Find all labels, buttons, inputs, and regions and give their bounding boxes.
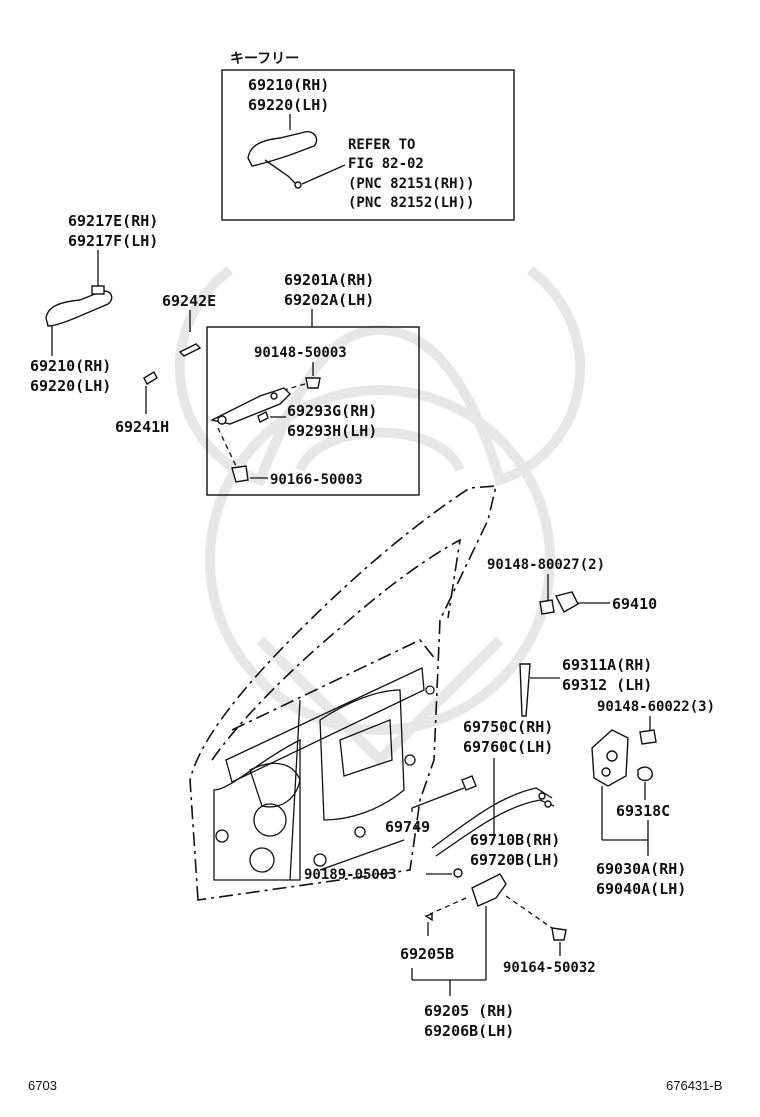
label-69217e: 69217E(RH) bbox=[68, 212, 158, 230]
label-69201a: 69201A(RH) bbox=[284, 271, 374, 289]
label-69210-rh-top: 69210(RH) bbox=[248, 76, 329, 94]
label-69202a: 69202A(LH) bbox=[284, 291, 374, 309]
pad-69241h bbox=[143, 371, 158, 385]
outer-handle-group: 69217E(RH) 69217F(LH) 69210(RH) 69220(LH… bbox=[30, 212, 216, 436]
screw-90148-80027 bbox=[539, 599, 555, 615]
label-90164-50032: 90164-50032 bbox=[503, 960, 596, 976]
label-69040a: 69040A(LH) bbox=[596, 880, 686, 898]
inner-handle-group: 69205B 90164-50032 69205 (RH) 69206B(LH) bbox=[400, 873, 596, 1040]
label-90166-50003: 90166-50003 bbox=[270, 472, 363, 488]
footer-left-code: 6703 bbox=[28, 1078, 57, 1093]
label-69293h: 69293H(LH) bbox=[287, 422, 377, 440]
label-69205: 69205 (RH) bbox=[424, 1002, 514, 1020]
label-69312: 69312 (LH) bbox=[562, 676, 652, 694]
lock-group: 90148-80027(2) 69410 69311A(RH) 69312 (L… bbox=[487, 557, 715, 898]
label-69750c: 69750C(RH) bbox=[463, 718, 553, 736]
label-69205b: 69205B bbox=[400, 945, 454, 963]
label-69206b: 69206B(LH) bbox=[424, 1022, 514, 1040]
label-69760c: 69760C(LH) bbox=[463, 738, 553, 756]
label-69242e: 69242E bbox=[162, 292, 216, 310]
label-69318c: 69318C bbox=[616, 802, 670, 820]
screw-90166-50003 bbox=[231, 465, 249, 483]
frame-box bbox=[206, 326, 420, 496]
label-69241h: 69241H bbox=[115, 418, 169, 436]
clip-69293 bbox=[257, 411, 269, 423]
cable-69750c bbox=[431, 787, 553, 849]
label-refer-4: (PNC 82152(LH)) bbox=[348, 195, 474, 211]
label-69749: 69749 bbox=[385, 818, 430, 836]
label-69720b: 69720B(LH) bbox=[470, 851, 560, 869]
label-90148-50003: 90148-50003 bbox=[254, 345, 347, 361]
clip-90189-05003 bbox=[453, 868, 463, 878]
handle-frame-group: 69201A(RH) 69202A(LH) 90148-50003 69293G… bbox=[206, 271, 420, 496]
outer-handle-keyfree bbox=[247, 131, 318, 167]
screw-69205b bbox=[424, 913, 433, 922]
label-69293g: 69293G(RH) bbox=[287, 402, 377, 420]
cable-group: 69750C(RH) 69760C(LH) 69749 69710B(RH) 6… bbox=[304, 718, 560, 883]
inner-handle bbox=[471, 873, 507, 907]
label-69030a: 69030A(RH) bbox=[596, 860, 686, 878]
door-panel bbox=[189, 485, 498, 901]
keyfree-group: キーフリー 69210(RH) 69220(LH) REFER TO FIG 8… bbox=[221, 51, 515, 221]
label-69210-rh: 69210(RH) bbox=[30, 357, 111, 375]
cover-69318c bbox=[637, 766, 653, 782]
label-refer-3: (PNC 82151(RH)) bbox=[348, 176, 474, 192]
screw-90164-50032 bbox=[551, 927, 567, 941]
screw-90148-50003 bbox=[305, 377, 321, 389]
striker-69410 bbox=[554, 591, 579, 613]
label-refer-2: FIG 82-02 bbox=[348, 156, 424, 172]
watermark-emblem bbox=[174, 266, 586, 768]
label-69311a: 69311A(RH) bbox=[562, 656, 652, 674]
rod-69311 bbox=[519, 663, 531, 717]
label-refer-1: REFER TO bbox=[348, 137, 415, 153]
pad-69242e bbox=[178, 343, 202, 357]
clamp-69749 bbox=[461, 775, 477, 791]
label-69217f: 69217F(LH) bbox=[68, 232, 158, 250]
screw-90148-60022 bbox=[639, 729, 657, 745]
keyfree-box bbox=[221, 69, 515, 221]
label-69710b: 69710B(RH) bbox=[470, 831, 560, 849]
label-90148-60022: 90148-60022(3) bbox=[597, 699, 715, 715]
label-69410: 69410 bbox=[612, 595, 657, 613]
footer-right-code: 676431-B bbox=[666, 1078, 722, 1093]
label-90189-05003: 90189-05003 bbox=[304, 867, 397, 883]
outer-handle bbox=[45, 290, 113, 327]
keyfree-label: キーフリー bbox=[230, 51, 299, 67]
label-90148-80027: 90148-80027(2) bbox=[487, 557, 605, 573]
label-69220-lh-top: 69220(LH) bbox=[248, 96, 329, 114]
label-69220-lh: 69220(LH) bbox=[30, 377, 111, 395]
